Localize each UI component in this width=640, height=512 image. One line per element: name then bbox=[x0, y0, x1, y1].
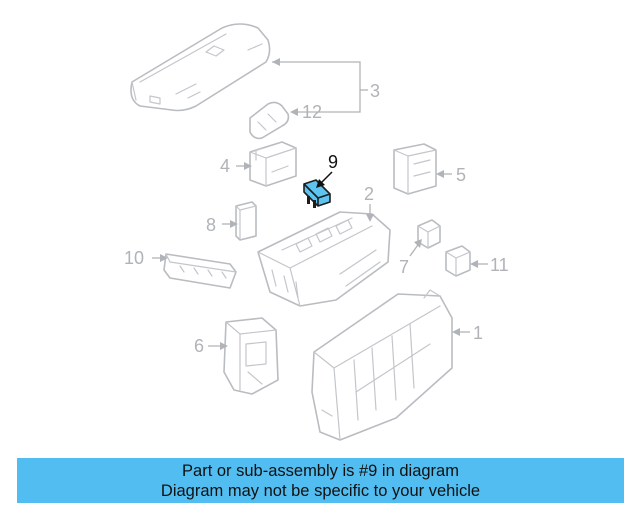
callout-4: 4 bbox=[220, 156, 230, 176]
banner-line-2: Diagram may not be specific to your vehi… bbox=[160, 481, 481, 500]
part-2-fuse-block bbox=[257, 211, 391, 307]
callout-3: 3 bbox=[370, 81, 380, 101]
part-10-fuse-strip bbox=[163, 253, 237, 289]
callout-labels: 1 2 3 4 5 6 7 8 9 10 11 12 bbox=[124, 81, 509, 356]
part-8-relay bbox=[235, 201, 257, 241]
info-banner: Part or sub-assembly is #9 in diagram Di… bbox=[17, 458, 624, 503]
banner-line-1: Part or sub-assembly is #9 in diagram bbox=[182, 461, 459, 480]
part-1-housing bbox=[311, 289, 453, 441]
part-7-tab bbox=[417, 219, 441, 249]
callout-7: 7 bbox=[399, 257, 409, 277]
part-6-bracket bbox=[223, 317, 279, 395]
part-12-clip bbox=[249, 101, 290, 140]
callout-11: 11 bbox=[490, 255, 509, 275]
callout-8: 8 bbox=[206, 215, 216, 235]
leader-lines bbox=[152, 58, 488, 350]
part-5-connector bbox=[393, 143, 437, 195]
part-11-connector bbox=[445, 245, 471, 277]
callout-12: 12 bbox=[302, 102, 322, 122]
part-9-fuse-highlighted bbox=[303, 179, 331, 208]
callout-2: 2 bbox=[364, 184, 374, 204]
callout-9: 9 bbox=[328, 152, 338, 172]
callout-1: 1 bbox=[473, 323, 483, 343]
part-4-bracket bbox=[249, 141, 297, 187]
part-3-cover bbox=[130, 23, 271, 112]
callout-5: 5 bbox=[456, 165, 466, 185]
callout-10: 10 bbox=[124, 248, 144, 268]
callout-6: 6 bbox=[194, 336, 204, 356]
